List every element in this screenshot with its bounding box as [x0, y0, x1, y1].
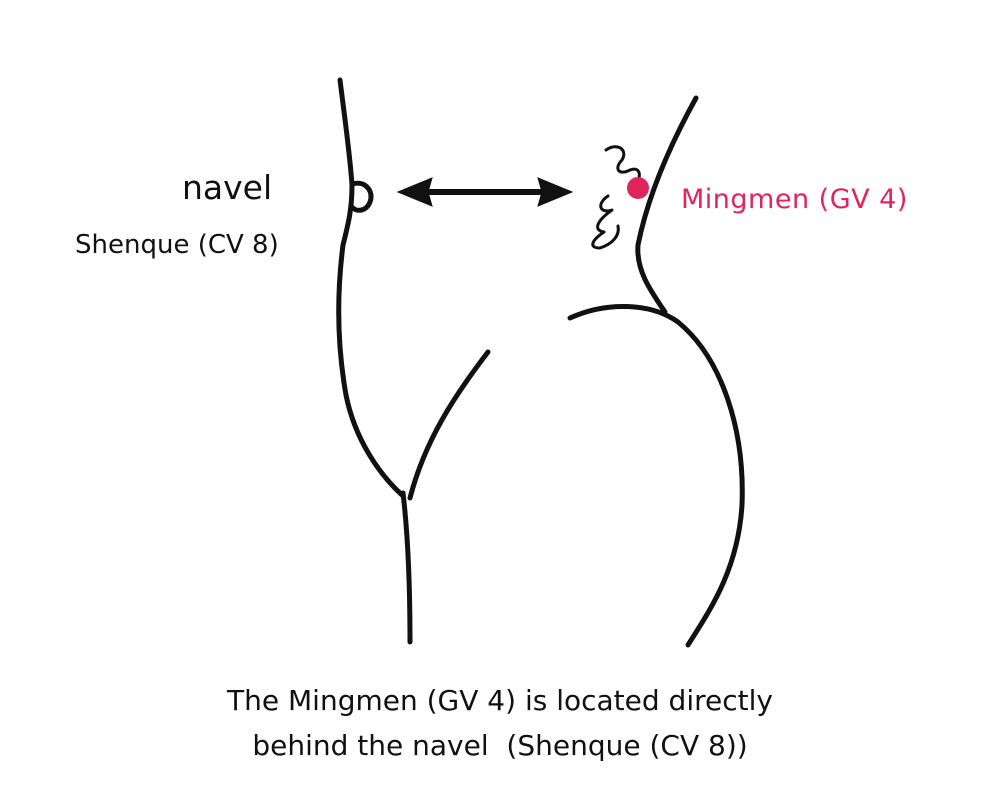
navel-mark — [349, 180, 374, 213]
mingmen-point-marker — [627, 177, 649, 199]
front-body-outline — [336, 77, 405, 498]
leg-line — [400, 490, 413, 645]
arrow-head-right — [537, 177, 574, 207]
shenque-label: Shenque (CV 8) — [75, 230, 279, 260]
mingmen-label: Mingmen (GV 4) — [681, 184, 908, 215]
back-outline — [635, 95, 699, 315]
navel-label: navel — [182, 168, 273, 207]
crotch-line — [407, 349, 491, 501]
lumbar-wave-lower — [591, 194, 620, 250]
caption-line-2: behind the navel (Shenque (CV 8)) — [252, 729, 748, 762]
buttock-curve — [567, 303, 745, 648]
double-arrow — [396, 177, 574, 207]
arrow-head-left — [396, 177, 433, 207]
caption: The Mingmen (GV 4) is located directly b… — [0, 678, 1000, 768]
lumbar-wave-upper — [604, 145, 641, 186]
caption-line-1: The Mingmen (GV 4) is located directly — [227, 684, 773, 717]
